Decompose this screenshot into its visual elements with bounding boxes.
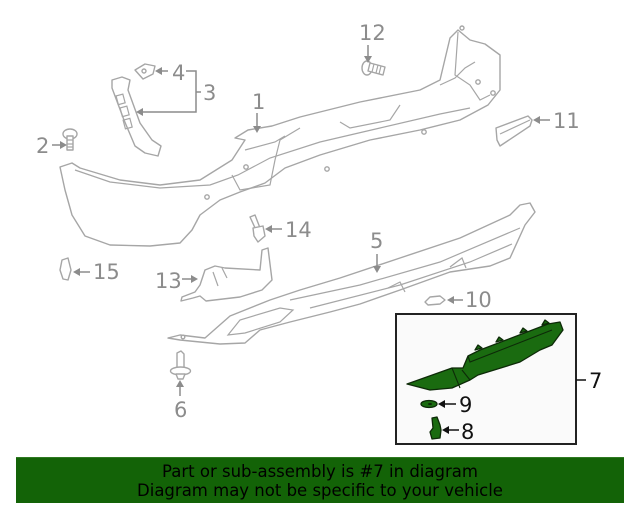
callout-3-4[interactable]: 4 3 (136, 61, 216, 116)
svg-text:11: 11 (553, 109, 580, 133)
svg-text:1: 1 (252, 90, 265, 114)
part-5-lower-valance[interactable] (167, 202, 536, 345)
svg-text:9: 9 (459, 393, 472, 417)
svg-text:7: 7 (589, 369, 602, 393)
callout-13[interactable]: 13 (155, 269, 198, 293)
svg-text:10: 10 (465, 288, 492, 312)
svg-text:8: 8 (461, 420, 474, 444)
callout-8[interactable]: 8 (442, 420, 474, 444)
svg-text:15: 15 (93, 260, 120, 284)
part-11-reflector[interactable] (495, 115, 533, 147)
part-2-bolt[interactable] (62, 128, 78, 151)
part-15-clip[interactable] (59, 257, 72, 281)
svg-text:14: 14 (285, 218, 312, 242)
callout-5[interactable]: 5 (370, 229, 383, 273)
part-14-push-pin[interactable] (249, 214, 266, 243)
svg-text:5: 5 (370, 229, 383, 253)
part-4-clip-nut[interactable] (134, 63, 156, 80)
svg-text:6: 6 (174, 398, 187, 422)
callout-11[interactable]: 11 (533, 109, 580, 133)
svg-text:4: 4 (172, 61, 185, 85)
part-1-bumper-cover[interactable] (59, 25, 501, 247)
callout-10[interactable]: 10 (447, 288, 492, 312)
callout-12[interactable]: 12 (359, 21, 386, 63)
part-13-bracket[interactable] (180, 247, 273, 302)
svg-text:2: 2 (36, 134, 49, 158)
part-7-inset-box[interactable] (395, 313, 577, 445)
svg-text:3: 3 (203, 81, 216, 105)
callout-2[interactable]: 2 (36, 134, 67, 158)
part-12-screw[interactable] (361, 60, 386, 76)
callout-1[interactable]: 1 (252, 90, 265, 133)
info-banner: Part or sub-assembly is #7 in diagram Di… (16, 457, 624, 503)
banner-line-part-number: Part or sub-assembly is #7 in diagram (162, 461, 478, 481)
svg-text:13: 13 (155, 269, 182, 293)
callout-6[interactable]: 6 (174, 380, 187, 422)
callout-15[interactable]: 15 (73, 260, 120, 284)
svg-text:12: 12 (359, 21, 386, 45)
part-9-washer[interactable] (420, 399, 438, 409)
part-10-clip[interactable] (424, 295, 446, 306)
part-8-clip[interactable] (429, 416, 442, 440)
callout-7[interactable]: 7 (576, 369, 602, 393)
part-6-push-pin[interactable] (169, 350, 192, 380)
part-3-bracket[interactable] (111, 76, 162, 157)
banner-line-disclaimer: Diagram may not be specific to your vehi… (137, 480, 503, 500)
callout-14[interactable]: 14 (265, 218, 312, 242)
callout-9[interactable]: 9 (438, 393, 472, 417)
